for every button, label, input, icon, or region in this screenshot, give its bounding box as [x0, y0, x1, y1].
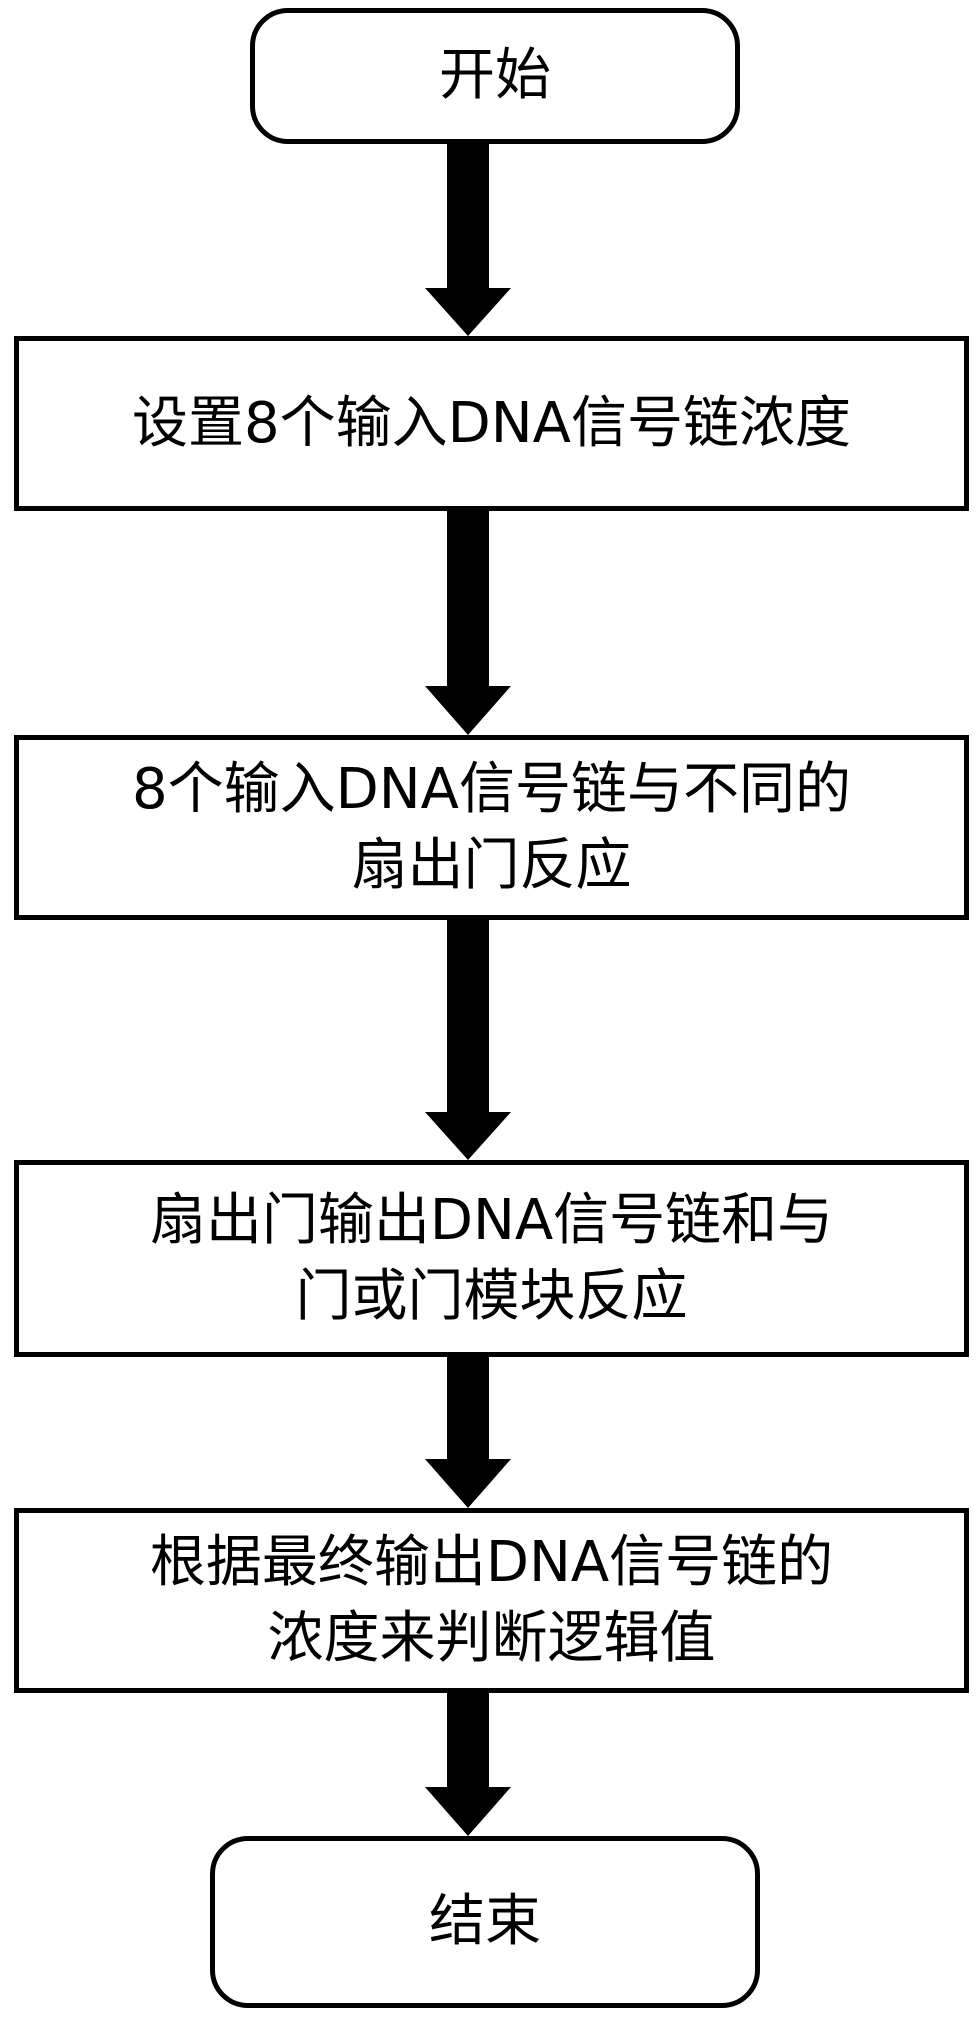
end-node: 结束: [210, 1836, 760, 2008]
arrow-step2-to-step3: [425, 920, 511, 1160]
step-judge-logic-value-line2: 浓度来判断逻辑值: [267, 1605, 716, 1671]
step-logic-module-reaction: 扇出门输出DNA信号链和与 门或门模块反应: [14, 1160, 969, 1357]
step-fanout-reaction-line2: 扇出门反应: [351, 832, 632, 898]
start-label: 开始: [439, 43, 551, 109]
end-label: 结束: [429, 1889, 541, 1955]
step-logic-module-reaction-line2: 门或门模块反应: [295, 1263, 688, 1329]
step-set-input-concentration: 设置8个输入DNA信号链浓度: [14, 336, 969, 511]
arrow-step3-to-step4: [425, 1357, 511, 1508]
start-node: 开始: [250, 8, 740, 144]
step-logic-module-reaction-line1: 扇出门输出DNA信号链和与: [149, 1187, 834, 1253]
step-judge-logic-value: 根据最终输出DNA信号链的 浓度来判断逻辑值: [14, 1508, 969, 1693]
arrow-step4-to-end: [425, 1693, 511, 1836]
arrow-start-to-step1: [425, 144, 511, 336]
step-set-input-concentration-label: 设置8个输入DNA信号链浓度: [132, 390, 851, 456]
arrow-step1-to-step2: [425, 511, 511, 735]
step-fanout-reaction-line1: 8个输入DNA信号链与不同的: [132, 756, 851, 822]
step-judge-logic-value-line1: 根据最终输出DNA信号链的: [149, 1529, 834, 1595]
step-fanout-reaction: 8个输入DNA信号链与不同的 扇出门反应: [14, 735, 969, 920]
